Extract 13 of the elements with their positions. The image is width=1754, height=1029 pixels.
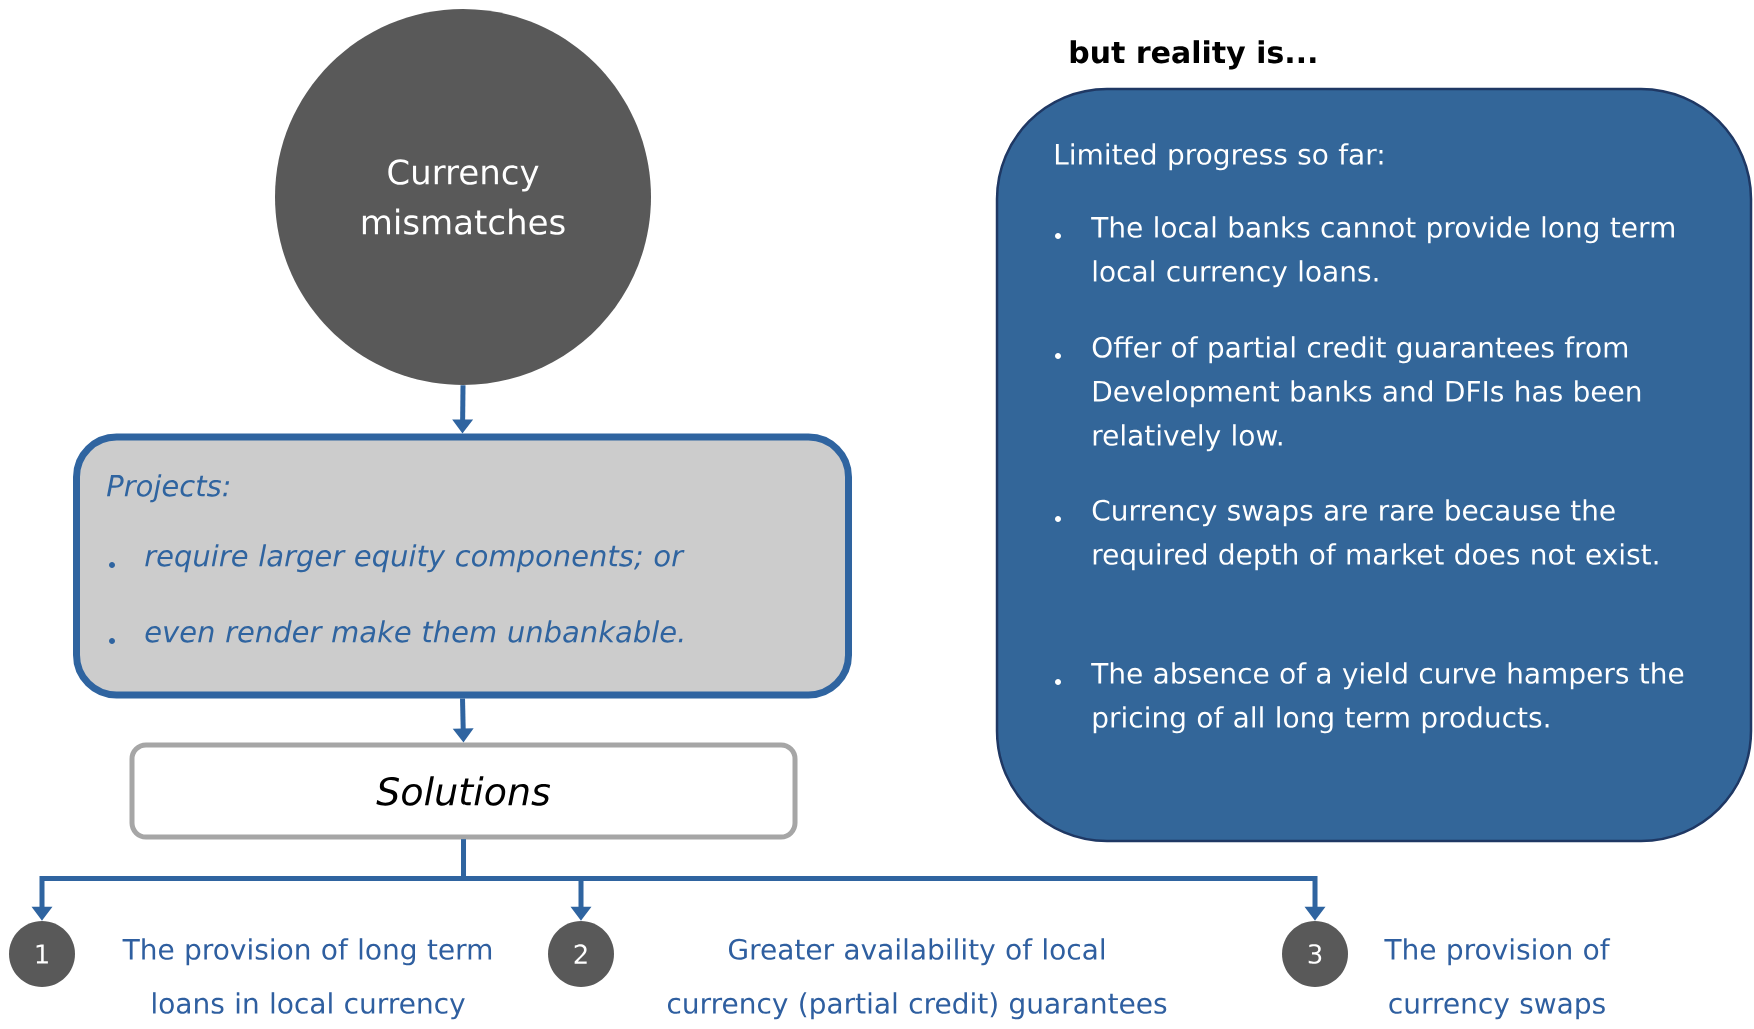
rounded-box: Solutions xyxy=(129,742,798,840)
body-text: Limited progress so far: xyxy=(1055,143,1383,171)
heading: but reality is... xyxy=(1070,40,1316,70)
bullet-text: require larger equity components; or xyxy=(145,544,685,573)
bullet-text: Currency swaps are rare because the required depth of market does not exist. xyxy=(1092,499,1658,571)
bullet-text: even render make them unbankable. xyxy=(145,620,683,643)
bullet-text: The local banks cannot provide long term local currency loans. xyxy=(1091,216,1674,288)
bullet-text: The absence of a yield curve hampers the pricing of all long term products. xyxy=(1091,662,1684,734)
bullet-text: Offer of partial credit guarantees from Development banks and DFIs has been relatively low. xyxy=(1092,336,1641,452)
node-label: Greater availability of local currency (partial credit) guarantees xyxy=(667,938,1167,1020)
node-label: The provision of currency swaps xyxy=(1384,938,1611,1020)
heading: Projects: xyxy=(107,474,230,503)
node-label: The provision of long term loans in local currency xyxy=(122,938,492,1020)
